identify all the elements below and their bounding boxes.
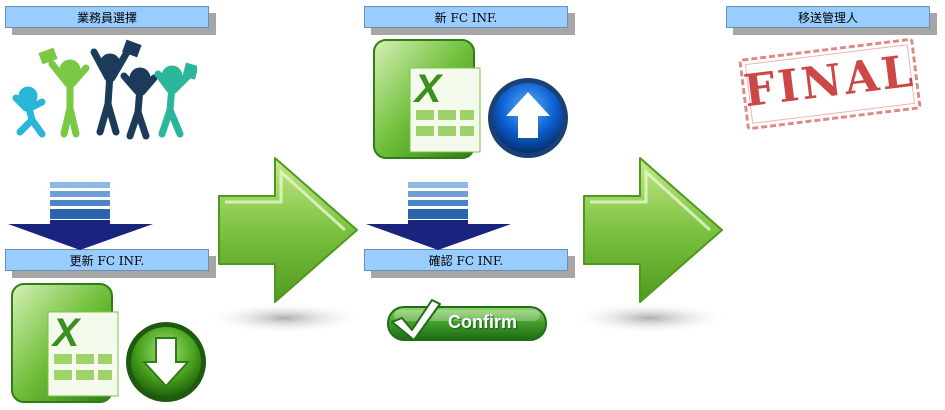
confirm-button[interactable]: Confirm: [386, 296, 549, 344]
svg-text:X: X: [413, 67, 444, 111]
green-right-arrow-icon-2: [570, 157, 730, 334]
blue-down-arrow-icon-2: [366, 182, 511, 250]
label-select-salesperson: 業務員選擇: [5, 6, 209, 28]
label-new-fc-inf: 新 FC INF.: [364, 6, 568, 28]
excel-download-icon: X: [11, 283, 206, 403]
label-transfer-manager: 移送管理人: [726, 6, 930, 28]
label-update-fc-inf: 更新 FC INF.: [5, 249, 209, 271]
confirm-button-label: Confirm: [448, 312, 517, 332]
celebrating-people-icon: [12, 39, 197, 140]
blue-down-arrow-icon: [8, 182, 153, 250]
final-stamp-icon: FINAL: [738, 37, 922, 131]
excel-upload-icon: X: [373, 39, 568, 159]
green-right-arrow-icon: [205, 157, 365, 334]
check-icon: [391, 299, 441, 341]
svg-text:X: X: [51, 311, 82, 355]
label-confirm-fc-inf: 確認 FC INF.: [364, 249, 568, 271]
